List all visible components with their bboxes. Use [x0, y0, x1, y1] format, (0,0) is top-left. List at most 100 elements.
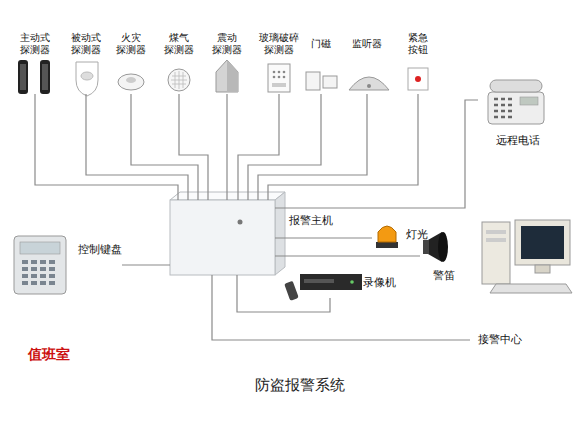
telephone-icon: [490, 80, 542, 92]
device-label: 报警主机: [289, 214, 333, 227]
telephone-icon: [488, 92, 544, 124]
device-node: 录像机: [284, 268, 396, 298]
panic-button-icon: [408, 68, 428, 90]
listener-icon: [367, 84, 371, 88]
device-label: 录像机: [363, 276, 396, 289]
beam-detector-icon: [20, 64, 26, 90]
computer-monitor-icon: [521, 226, 564, 259]
host-box-lock: [238, 220, 243, 225]
vibration-detector-icon: [227, 60, 238, 92]
device-label: 控制键盘: [78, 243, 122, 256]
gas-detector-icon: [168, 69, 190, 91]
alarm-host-box: 报警主机: [170, 200, 275, 275]
wire-connector: [268, 94, 418, 200]
device-label: 门磁: [311, 38, 331, 50]
glass-break-detector-icon: [283, 76, 286, 79]
wire-connector: [226, 94, 227, 200]
wire-connector: [275, 255, 420, 256]
glass-break-detector-icon: [272, 83, 286, 87]
computer-tower-icon: [486, 230, 506, 234]
pir-detector-icon: [81, 72, 93, 80]
device-label: 远程电话: [496, 134, 540, 147]
beam-detector-icon: [40, 60, 50, 94]
recorder-icon: [350, 280, 354, 284]
computer-tower-icon: [486, 238, 506, 242]
device-node: 接警中心: [470, 212, 575, 348]
computer-monitor-icon: [535, 265, 550, 273]
device-node: 门磁: [303, 38, 339, 94]
device-node: 震动 探测器: [205, 32, 249, 94]
listener-icon: [349, 77, 389, 90]
computer-keyboard-icon: [490, 284, 572, 293]
pir-detector-icon: [76, 62, 98, 96]
keypad-icon: [20, 242, 60, 254]
device-label: 玻璃破碎 探测器: [254, 32, 304, 56]
wire-connector: [275, 237, 372, 238]
wire-connector: [35, 94, 178, 200]
wire-connector: [258, 94, 367, 200]
panic-button-icon: [415, 76, 421, 82]
device-node: 远程电话: [478, 75, 558, 147]
smoke-detector-icon: [118, 74, 144, 90]
glass-break-detector-icon: [278, 76, 281, 79]
device-node: 警笛: [420, 228, 468, 282]
glass-break-detector-icon: [283, 71, 286, 74]
computer-tower-icon: [482, 222, 510, 284]
wire-connector: [237, 275, 330, 312]
smoke-detector-icon: [126, 77, 136, 83]
door-contact-icon: [306, 72, 320, 90]
door-contact-icon: [323, 76, 337, 88]
beacon-light-icon: [376, 242, 398, 248]
device-label: 火灾 探测器: [110, 32, 152, 56]
device-label: 监听器: [352, 38, 382, 50]
telephone-icon: [494, 99, 512, 117]
device-node: 火灾 探测器: [110, 32, 152, 94]
gas-detector-icon: [171, 71, 187, 89]
telephone-icon: [520, 97, 538, 105]
device-node: 控制键盘: [10, 232, 122, 296]
room-label: 值班室: [28, 346, 70, 364]
beacon-light-icon: [378, 226, 396, 242]
wire-connector: [86, 94, 188, 200]
beam-detector-icon: [42, 64, 48, 90]
device-node: 玻璃破碎 探测器: [254, 32, 304, 94]
device-node: 被动式 探测器: [64, 32, 108, 94]
siren-icon: [438, 232, 448, 262]
diagram-title: 防盗报警系统: [200, 376, 400, 395]
keypad-icon: [22, 262, 55, 283]
device-label: 警笛: [433, 269, 455, 282]
device-label: 主动式 探测器: [12, 32, 58, 56]
wire-connector: [212, 275, 470, 340]
device-node: 煤气 探测器: [158, 32, 200, 94]
device-label: 接警中心: [478, 333, 522, 346]
glass-break-detector-icon: [278, 71, 281, 74]
recorder-icon: [300, 274, 362, 290]
beam-detector-icon: [18, 60, 28, 94]
device-label: 震动 探测器: [205, 32, 249, 56]
computer-monitor-icon: [515, 220, 570, 265]
glass-break-detector-icon: [273, 76, 276, 79]
device-label: 紧急 按钮: [398, 32, 438, 56]
device-node: 灯光: [372, 220, 428, 250]
keypad-icon: [14, 236, 66, 294]
remote-icon: [284, 281, 299, 301]
glass-break-detector-icon: [273, 71, 276, 74]
device-label: 煤气 探测器: [158, 32, 200, 56]
device-node: 监听器: [345, 38, 389, 94]
host-box-front: [170, 200, 275, 275]
host-box-side: [275, 192, 285, 275]
wire-connector: [122, 264, 170, 265]
device-node: 紧急 按钮: [398, 32, 438, 94]
wire-connector: [179, 94, 208, 200]
recorder-icon: [304, 279, 334, 283]
siren-icon: [423, 240, 429, 254]
vibration-detector-icon: [216, 60, 238, 92]
device-label: 灯光: [406, 228, 428, 241]
device-node: 主动式 探测器: [12, 32, 58, 94]
device-label: 被动式 探测器: [64, 32, 108, 56]
wire-connector: [131, 94, 198, 200]
wire-connector: [248, 94, 321, 200]
wire-connector: [275, 100, 478, 208]
